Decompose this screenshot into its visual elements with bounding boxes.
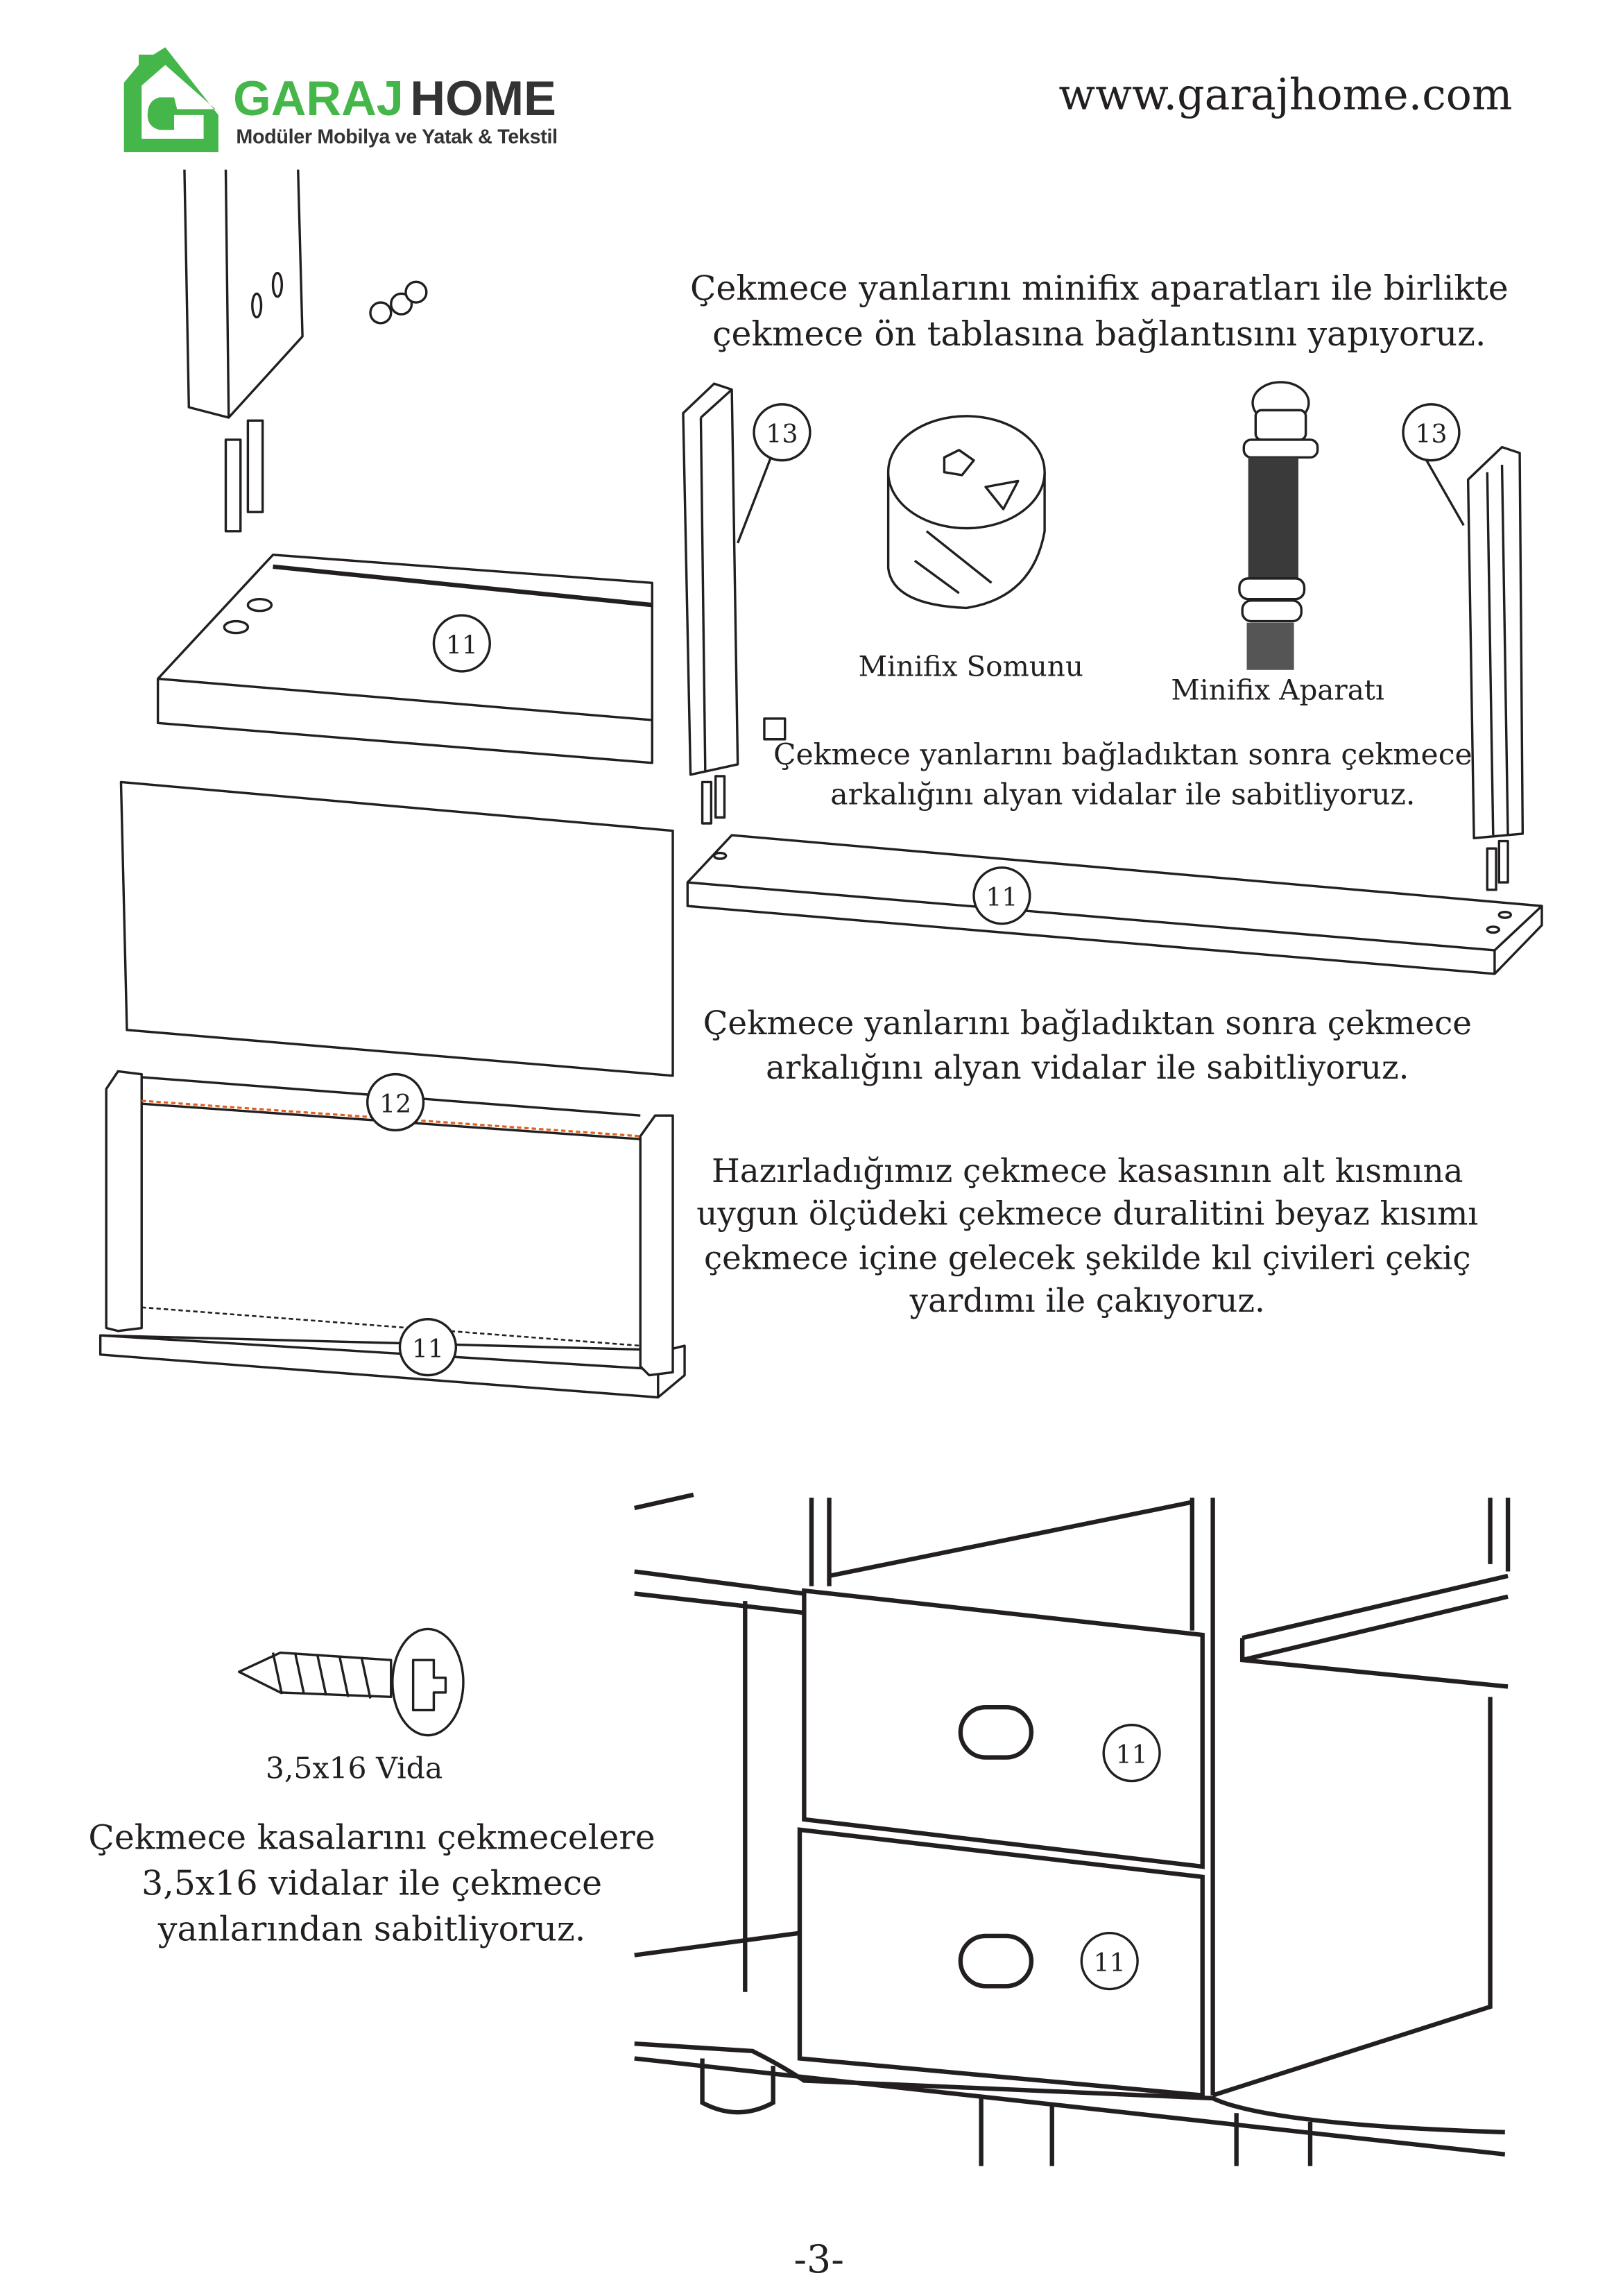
- drawer-side-panel-13-left: 13: [682, 382, 812, 825]
- step4-line2: uygun ölçüdeki çekmece duralitini beyaz …: [696, 1196, 1478, 1233]
- step2-line1: Çekmece yanlarını bağladıktan sonra çekm…: [773, 738, 1472, 772]
- dowel-pins-icon: [224, 419, 264, 533]
- screw-label: 3,5x16 Vida: [266, 1751, 443, 1785]
- garajhome-logo: GARAJ HOME Modüler Mobilya ve Yatak & Te…: [123, 47, 558, 153]
- website-url[interactable]: www.garajhome.com: [1058, 69, 1512, 119]
- drawer-bottom-panel-11-illustration: 11: [156, 554, 653, 764]
- drawer-side-panel-13-right: 13: [1402, 403, 1525, 891]
- logo-brand-garaj: GARAJ: [233, 71, 404, 126]
- step5-line2: 3,5x16 vidalar ile çekmece: [141, 1863, 602, 1903]
- step3-line1: Çekmece yanlarını bağladıktan sonra çekm…: [703, 1005, 1472, 1043]
- screw-icon: [237, 1627, 465, 1737]
- minifix-bolt-icon: [1238, 381, 1319, 670]
- drawer-front-board-11-illustration: 11: [686, 834, 1543, 975]
- logo-tagline: Modüler Mobilya ve Yatak & Tekstil: [236, 126, 558, 148]
- page-number: -3-: [793, 2238, 844, 2282]
- step1-line2: çekmece ön tablasına bağlantısını yapıyo…: [712, 314, 1486, 354]
- part-label-11: 11: [1094, 1948, 1126, 1978]
- step5-line1: Çekmece kasalarını çekmecelere: [88, 1817, 655, 1857]
- drawer-front-panel-illustration: [183, 169, 428, 533]
- drawer-frame-assembled-illustration: 12 11: [98, 1070, 686, 1399]
- step3-line2: arkalığını alyan vidalar ile sabitliyoru…: [766, 1050, 1409, 1087]
- part-label-12: 12: [379, 1089, 411, 1119]
- logo-brand-home: HOME: [410, 71, 556, 126]
- step2-line2: arkalığını alyan vidalar ile sabitliyoru…: [830, 778, 1415, 812]
- step4-line4: yardımı ile çakıyoruz.: [909, 1283, 1265, 1320]
- step1-line1: Çekmece yanlarını minifix aparatları ile…: [690, 268, 1509, 308]
- minifix-nut-small-icon: [369, 280, 428, 325]
- house-logo-icon: [123, 47, 218, 153]
- step5-line3: yanlarından sabitliyoruz.: [157, 1909, 586, 1948]
- minifix-bolt-label: Minifix Aparatı: [1171, 673, 1384, 706]
- cabinet-with-drawers-illustration: 11 11: [634, 1492, 1511, 2166]
- step4-line1: Hazırladığımız çekmece kasasının alt kıs…: [712, 1153, 1463, 1190]
- minifix-nut-label: Minifix Somunu: [859, 649, 1083, 683]
- part-label-11: 11: [412, 1334, 444, 1364]
- part-label-11: 11: [446, 630, 478, 660]
- part-label-13: 13: [1415, 419, 1447, 449]
- step4-line3: çekmece içine gelecek şekilde kıl çivile…: [704, 1240, 1471, 1277]
- part-label-11: 11: [1116, 1740, 1148, 1770]
- minifix-nut-icon: [886, 415, 1046, 610]
- part-label-11: 11: [986, 882, 1017, 912]
- drawer-back-panel-illustration: [119, 780, 674, 1077]
- part-label-13: 13: [766, 419, 798, 449]
